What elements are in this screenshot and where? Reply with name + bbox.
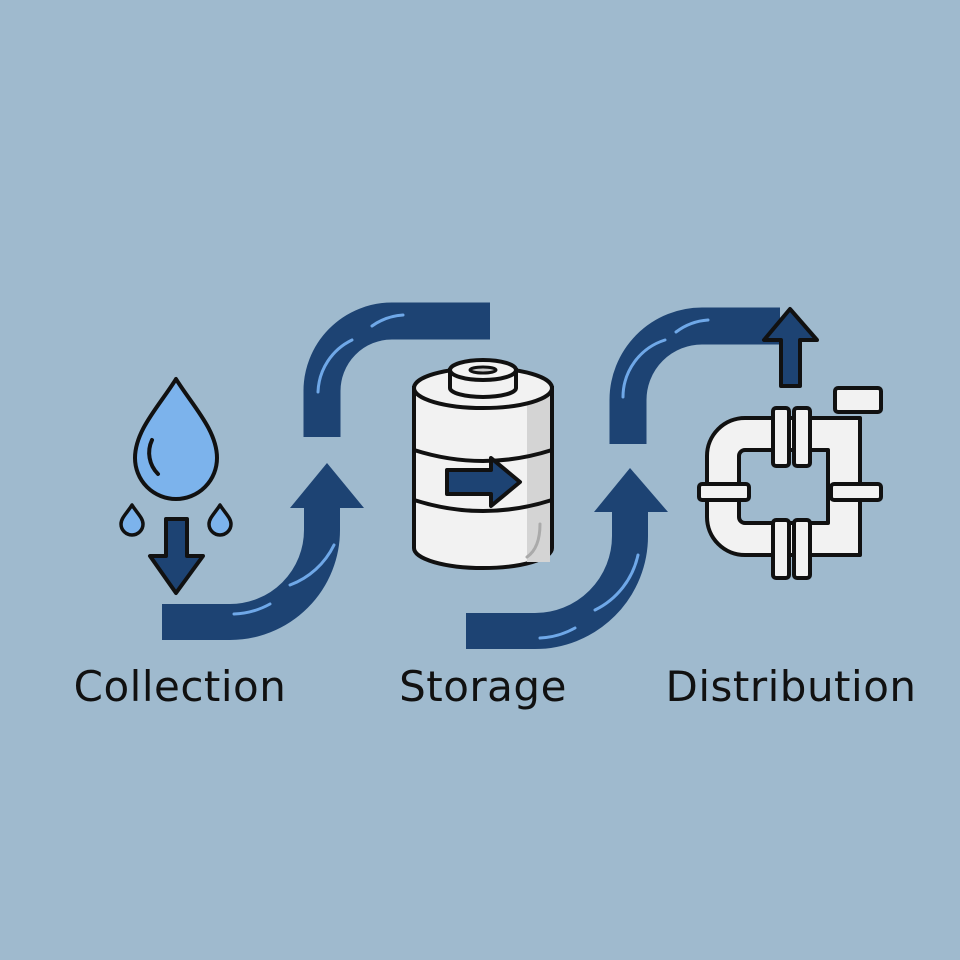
water-drop-icon [119,377,233,595]
down-arrow-icon [148,517,205,595]
up-arrow-icon [762,307,819,388]
pipes-icon [697,386,883,580]
storage-tank-icon [412,358,554,570]
step-label-collection: Collection [73,662,287,711]
step-label-storage: Storage [399,662,567,711]
right-arrow-icon [445,456,522,508]
step-label-distribution: Distribution [665,662,917,711]
flow-arrow-collection-to-storage [162,302,490,640]
flow-arrow-storage-to-distribution [466,307,819,649]
